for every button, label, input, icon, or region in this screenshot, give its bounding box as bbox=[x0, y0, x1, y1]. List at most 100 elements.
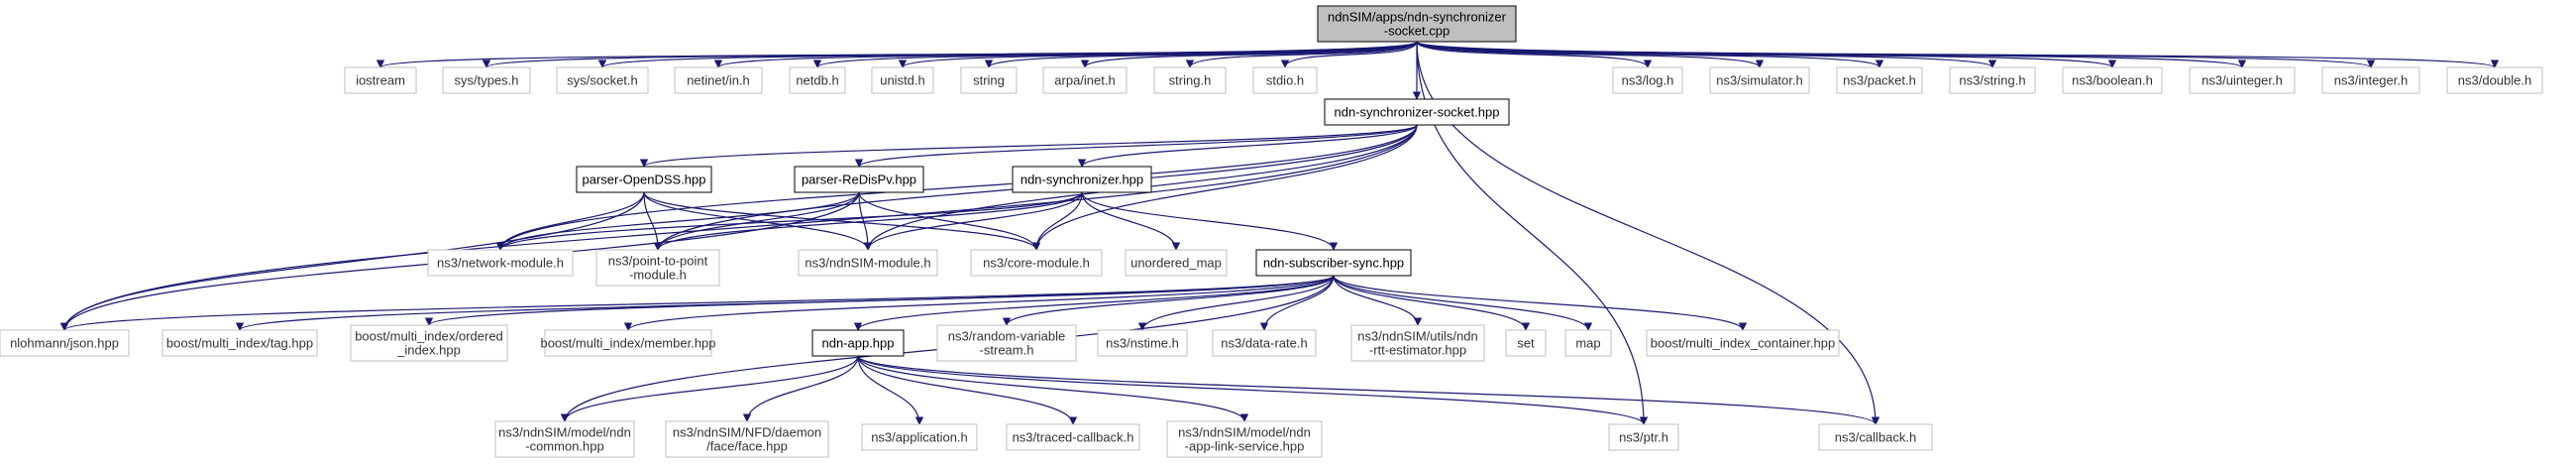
edge-ndn-synchronizer-to-unordered-map bbox=[1081, 191, 1181, 251]
node-box bbox=[1153, 66, 1227, 94]
node-box bbox=[1818, 423, 1933, 451]
edge-ndn-app-to-application bbox=[857, 355, 924, 425]
edge-root-to-arpa-inet bbox=[1080, 41, 1418, 68]
node-data-rate: ns3/data-rate.h bbox=[1212, 329, 1317, 357]
node-ndn-app[interactable]: ndn-app.hpp bbox=[811, 329, 905, 357]
node-box bbox=[161, 329, 318, 357]
node-label: ns3/log.h bbox=[1622, 73, 1674, 88]
node-mi-container: boost/multi_index_container.hpp bbox=[1646, 329, 1840, 357]
node-box bbox=[1166, 420, 1323, 458]
edge-ndn-app-to-face bbox=[742, 355, 859, 422]
node-ns3-integer: ns3/integer.h bbox=[2321, 66, 2420, 94]
node-ptr: ns3/ptr.h bbox=[1608, 423, 1679, 451]
edge-sync-socket-to-network-module bbox=[495, 124, 1418, 251]
node-label: stdio.h bbox=[1266, 73, 1304, 88]
node-label: iostream bbox=[356, 73, 405, 88]
node-iostream: iostream bbox=[344, 66, 417, 94]
node-subscriber-sync[interactable]: ndn-subscriber-sync.hpp bbox=[1255, 249, 1412, 277]
node-label: boost/multi_index/tag.hpp bbox=[166, 336, 313, 351]
node-box bbox=[1564, 329, 1612, 357]
node-label: ns3/string.h bbox=[1959, 73, 2025, 88]
edge-ndn-synchronizer-to-network-module bbox=[495, 191, 1083, 251]
node-app-link: ns3/ndnSIM/model/ndn-app-link-service.hp… bbox=[1166, 420, 1323, 458]
node-callback: ns3/callback.h bbox=[1818, 423, 1933, 451]
edge-parser-opendss-to-network-module bbox=[495, 191, 645, 251]
edge-ndn-app-to-ndn-common bbox=[560, 355, 859, 422]
node-mi-tag: boost/multi_index/tag.hpp bbox=[161, 329, 318, 357]
node-box bbox=[595, 249, 720, 287]
node-box bbox=[665, 420, 829, 458]
node-label: parser-ReDisPv.hpp bbox=[802, 173, 916, 187]
edge-sync-socket-to-parser-redispv bbox=[855, 124, 1418, 168]
node-box bbox=[811, 329, 905, 357]
node-box bbox=[1252, 66, 1318, 94]
node-p2p-module: ns3/point-to-point-module.h bbox=[595, 249, 720, 287]
edge-ndn-synchronizer-to-core-module bbox=[1031, 191, 1083, 251]
edge-ndn-synchronizer-to-ndnsim-module bbox=[863, 191, 1083, 251]
node-label: ns3/traced-callback.h bbox=[1013, 430, 1134, 445]
node-label: -socket.cpp bbox=[1384, 24, 1449, 39]
node-box bbox=[2446, 66, 2543, 94]
node-ndn-synchronizer[interactable]: ndn-synchronizer.hpp bbox=[1012, 166, 1152, 193]
edge-subscriber-sync-to-ndn-app bbox=[853, 275, 1335, 331]
node-label: ns3/data-rate.h bbox=[1221, 336, 1307, 351]
edge-subscriber-sync-to-mi-member bbox=[623, 275, 1335, 331]
edge-sync-socket-to-ndn-synchronizer bbox=[1077, 124, 1418, 168]
node-ns3-simulator: ns3/simulator.h bbox=[1709, 66, 1810, 94]
node-label: ndnSIM/apps/ndn-synchronizer bbox=[1328, 10, 1507, 25]
node-ndnsim-module: ns3/ndnSIM-module.h bbox=[798, 249, 938, 277]
node-box bbox=[1324, 98, 1510, 126]
node-box bbox=[494, 420, 635, 458]
node-box bbox=[1646, 329, 1840, 357]
node-label: -module.h bbox=[629, 268, 687, 283]
node-label: ns3/ndnSIM/NFD/daemon bbox=[673, 425, 821, 440]
node-label: ndn-synchronizer.hpp bbox=[1020, 173, 1143, 187]
node-box bbox=[544, 329, 712, 357]
node-box bbox=[789, 66, 846, 94]
node-label: ns3/double.h bbox=[2458, 73, 2531, 88]
node-label: ns3/uinteger.h bbox=[2201, 73, 2283, 88]
edge-subscriber-sync-to-nstime bbox=[1137, 275, 1335, 331]
node-box bbox=[960, 66, 1018, 94]
node-box bbox=[1612, 66, 1683, 94]
node-set: set bbox=[1505, 329, 1547, 357]
edge-root-to-string-h bbox=[1185, 41, 1418, 68]
edge-root-to-ns3-log bbox=[1416, 41, 1653, 68]
node-sys-types: sys/types.h bbox=[442, 66, 531, 94]
node-box bbox=[798, 249, 938, 277]
node-root[interactable]: ndnSIM/apps/ndn-synchronizer-socket.cpp bbox=[1317, 5, 1517, 43]
node-sync-socket[interactable]: ndn-synchronizer-socket.hpp bbox=[1324, 98, 1510, 126]
edge-root-to-ns3-double bbox=[1416, 41, 2499, 68]
edge-subscriber-sync-to-random-var bbox=[1002, 275, 1335, 326]
node-label: sys/socket.h bbox=[567, 73, 638, 88]
node-label: ns3/core-module.h bbox=[983, 256, 1090, 271]
node-box bbox=[556, 66, 649, 94]
node-unordered-map: unordered_map bbox=[1125, 249, 1228, 277]
node-label: ns3/boolean.h bbox=[2072, 73, 2153, 88]
node-label: boost/multi_index/member.hpp bbox=[540, 336, 715, 351]
node-parser-opendss[interactable]: parser-OpenDSS.hpp bbox=[576, 166, 712, 193]
node-box bbox=[350, 324, 508, 362]
node-box bbox=[576, 166, 712, 193]
edge-sync-socket-to-json bbox=[59, 124, 1418, 331]
node-string: string bbox=[960, 66, 1018, 94]
node-label: unordered_map bbox=[1130, 256, 1222, 271]
node-label: ns3/ndnSIM/utils/ndn bbox=[1357, 329, 1477, 344]
node-box bbox=[1505, 329, 1547, 357]
node-label: ns3/ptr.h bbox=[1619, 430, 1668, 445]
node-parser-redispv[interactable]: parser-ReDisPv.hpp bbox=[794, 166, 924, 193]
node-label: ns3/random-variable bbox=[948, 329, 1066, 344]
node-label: ns3/nstime.h bbox=[1106, 336, 1179, 351]
node-label: map bbox=[1575, 336, 1600, 351]
edge-parser-redispv-to-core-module bbox=[858, 191, 1041, 251]
node-ns3-string: ns3/string.h bbox=[1949, 66, 2036, 94]
node-box bbox=[1125, 249, 1228, 277]
node-label: _index.hpp bbox=[396, 343, 461, 358]
node-face: ns3/ndnSIM/NFD/daemon/face/face.hpp bbox=[665, 420, 829, 458]
node-box bbox=[674, 66, 763, 94]
node-netdb: netdb.h bbox=[789, 66, 846, 94]
node-label: nlohmann/json.hpp bbox=[10, 336, 119, 351]
node-label: string bbox=[973, 73, 1005, 88]
node-ns3-uinteger: ns3/uinteger.h bbox=[2189, 66, 2296, 94]
node-ns3-packet: ns3/packet.h bbox=[1836, 66, 1923, 94]
